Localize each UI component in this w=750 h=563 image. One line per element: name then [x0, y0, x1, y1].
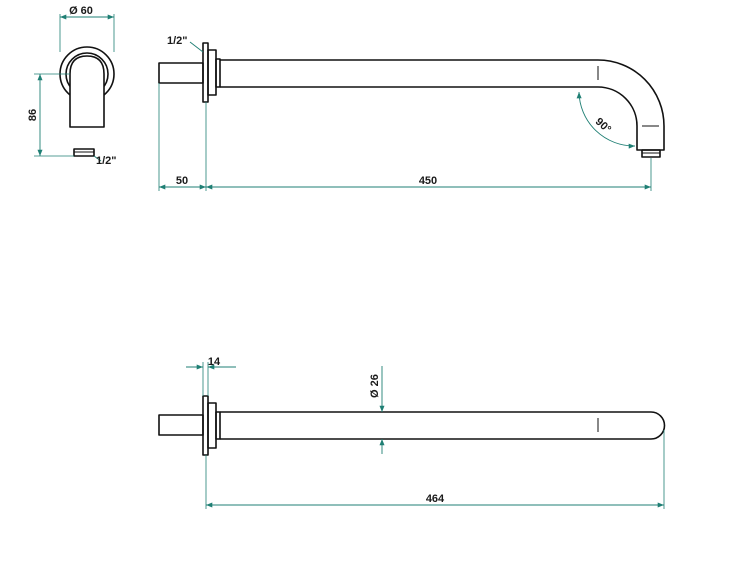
inlet-pipe — [158, 62, 204, 84]
top-flange-ring — [215, 411, 221, 440]
front-view: 1/2" 90° 50 450 — [158, 35, 665, 191]
overall-length-label: 464 — [426, 493, 445, 505]
inlet-length-label: 50 — [176, 175, 188, 187]
top-inlet-pipe — [158, 414, 204, 436]
shower-arm — [220, 59, 665, 151]
front-thread-leader — [189, 41, 204, 53]
top-flange-collar — [207, 402, 217, 449]
arm-length-label: 450 — [419, 175, 437, 187]
pipe-diameter-label: Ø 26 — [369, 374, 381, 398]
side-view: Ø 60 86 1/2" — [27, 5, 117, 167]
flange-width-label: 14 — [208, 356, 221, 368]
top-view: 14 Ø 26 464 — [158, 356, 666, 509]
flange-collar — [207, 49, 217, 96]
angle-label: 90° — [593, 116, 613, 136]
arm-end-view — [69, 55, 105, 128]
side-thread-leader — [93, 155, 102, 162]
side-height-label: 86 — [27, 109, 39, 121]
angle-dimension-arc — [576, 91, 636, 149]
side-thread-label: 1/2" — [96, 155, 117, 167]
top-shower-arm — [220, 411, 666, 440]
front-thread-label: 1/2" — [167, 35, 188, 47]
flange-ring — [215, 58, 221, 88]
side-diameter-label: Ø 60 — [69, 5, 93, 17]
